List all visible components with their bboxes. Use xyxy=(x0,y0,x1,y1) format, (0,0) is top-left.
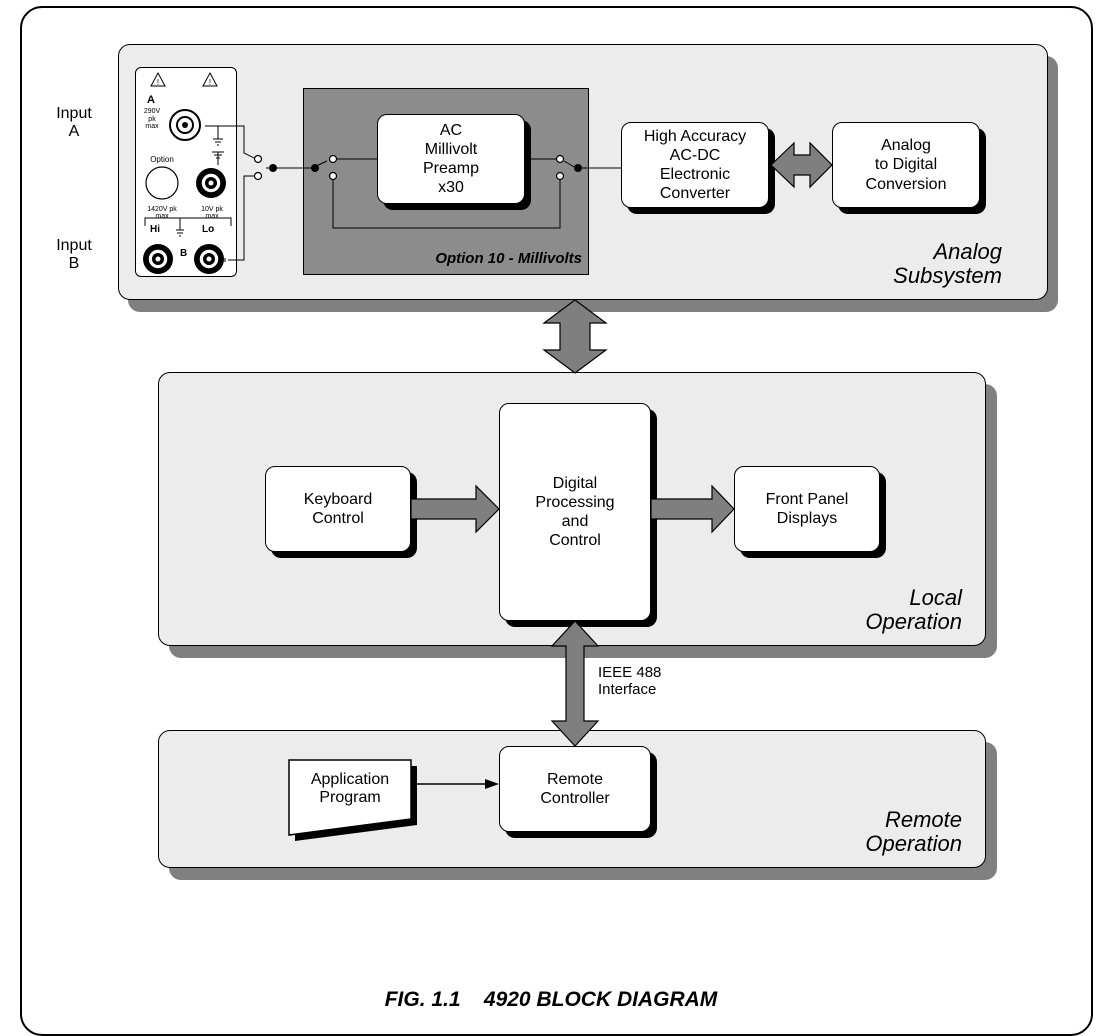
preamp-block: AC Millivolt Preamp x30 xyxy=(377,114,525,204)
remote-operation-title: Remote Operation xyxy=(865,807,962,856)
converter-block: High Accuracy AC-DC Electronic Converter xyxy=(621,122,769,208)
keyboard-to-processing-arrow xyxy=(410,484,500,534)
signal-wiring xyxy=(144,125,621,262)
front-panel-rating-a: 290V pk max xyxy=(143,108,161,131)
program-to-controller-arrowhead xyxy=(485,779,499,789)
adc-block: Analog to Digital Conversion xyxy=(832,122,980,208)
ieee-488-bus-arrow xyxy=(550,620,600,747)
svg-text:!: ! xyxy=(157,78,159,87)
svg-text:!: ! xyxy=(209,78,211,87)
converter-adc-bus-arrow xyxy=(770,141,833,189)
front-panel-lo-label: Lo xyxy=(202,224,215,235)
front-panel-displays-block: Front Panel Displays xyxy=(734,466,880,552)
warning-icon xyxy=(150,71,218,87)
input-b-label: Input B xyxy=(56,237,92,273)
front-panel-option-label: Option xyxy=(150,155,174,164)
local-operation-title: Local Operation xyxy=(865,585,962,634)
ieee-488-interface-label: IEEE 488 Interface xyxy=(598,664,662,699)
front-panel-hi-label: Hi xyxy=(150,224,160,235)
remote-controller-block: Remote Controller xyxy=(499,746,651,832)
option-10-label: Option 10 - Millivolts xyxy=(435,250,582,267)
figure-caption: FIG. 1.1 4920 BLOCK DIAGRAM xyxy=(384,988,718,1011)
keyboard-control-block: Keyboard Control xyxy=(265,466,411,552)
processing-to-displays-arrow xyxy=(650,484,735,534)
binding-post-icon xyxy=(143,168,226,274)
application-program-label: Application Program xyxy=(310,771,390,807)
analog-subsystem-title: Analog Subsystem xyxy=(893,239,1002,288)
front-panel-label-b: B xyxy=(180,248,188,259)
digital-processing-block: Digital Processing and Control xyxy=(499,403,651,621)
switch-contacts xyxy=(253,154,565,181)
front-panel-rating-hi: 1420V pk max xyxy=(147,206,177,221)
front-panel-rating-lo: 10V pk max xyxy=(201,206,223,221)
front-panel-label-a: A xyxy=(147,94,155,106)
analog-local-bus-arrow xyxy=(542,299,608,374)
option-slot-icon xyxy=(145,166,179,200)
input-a-label: Input A xyxy=(56,105,92,141)
switch-pivots xyxy=(269,164,582,172)
